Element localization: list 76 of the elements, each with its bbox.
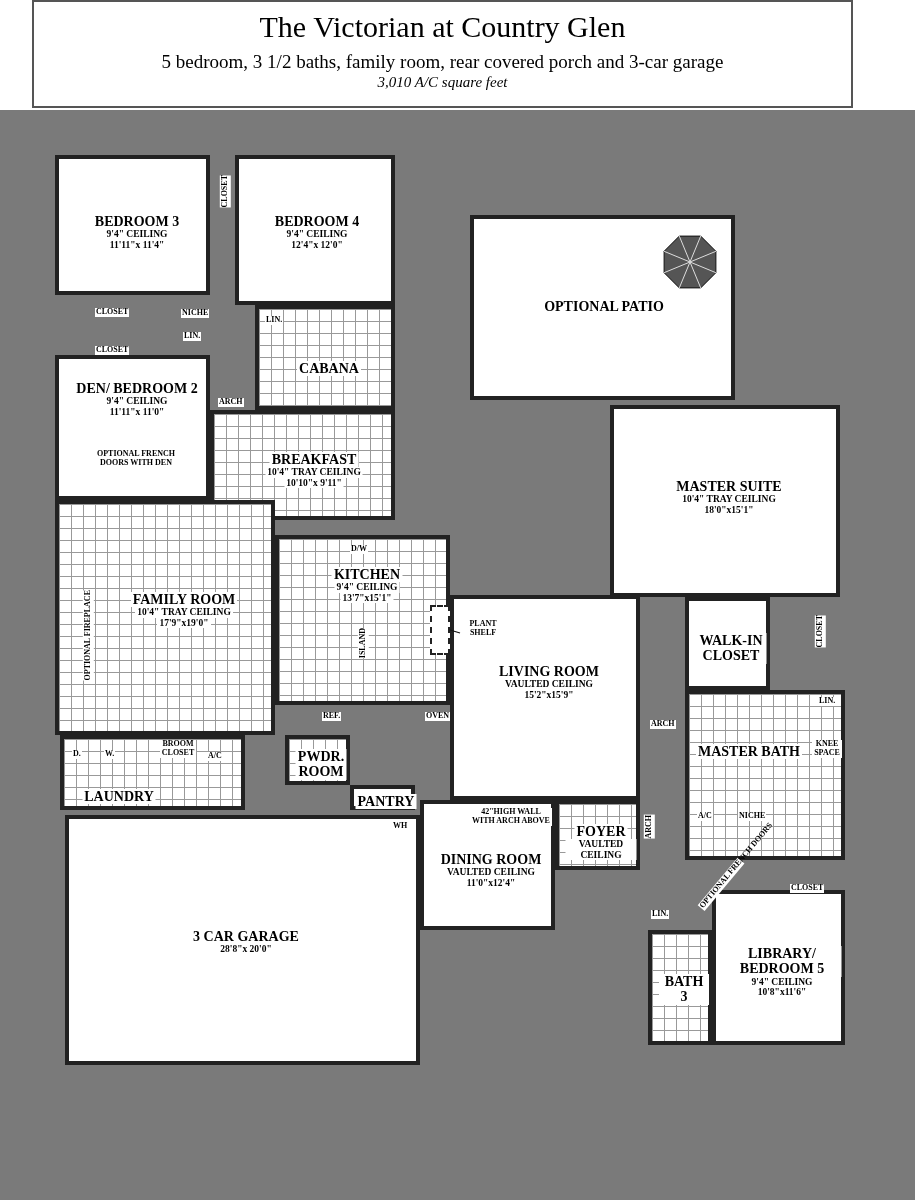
room-area: [60, 735, 245, 810]
leader-line: [449, 629, 461, 634]
room-area: [275, 535, 450, 705]
plan-title: The Victorian at Country Glen: [258, 12, 627, 42]
room-name: BREAKFAST: [269, 452, 359, 468]
plan-label: CLOSET: [815, 615, 826, 648]
room-detail: 10'8"x11'6": [755, 987, 809, 998]
room-name: PWDR. ROOM: [295, 749, 347, 780]
plan-label: REF.: [322, 712, 342, 721]
room-name: FOYER: [574, 824, 628, 840]
room-detail: 12'4"x 12'0": [289, 239, 345, 251]
plant-shelf: [430, 605, 450, 655]
room-detail: 10'4" TRAY CEILING: [135, 607, 233, 618]
room-detail: 28'8"x 20'0": [218, 944, 274, 955]
plan-label: BROOM CLOSET: [160, 740, 196, 758]
plan-label: ISLAND: [358, 628, 369, 659]
plan-label: CLOSET: [95, 346, 130, 355]
plan-label: W.: [104, 750, 116, 759]
room-name: CABANA: [297, 361, 361, 377]
plan-label: OVEN: [425, 712, 451, 721]
plan-label: WH: [392, 822, 409, 831]
room-area: [648, 930, 712, 1045]
room-detail: 11'11"x 11'0": [107, 406, 167, 418]
room-detail: 13'7"x15'1": [340, 592, 394, 604]
room-area: [610, 405, 840, 597]
room-detail: 9'4" CEILING: [104, 229, 170, 240]
room-detail: 15'2"x15'9": [522, 689, 576, 701]
plan-label: A/C: [697, 812, 713, 821]
room-detail: 10'4" TRAY CEILING: [265, 467, 363, 478]
room-area: [285, 735, 350, 785]
room-detail: 9'4" CEILING: [334, 582, 400, 593]
room-detail: 17'9"x19'0": [157, 617, 211, 629]
room-name: BATH 3: [659, 974, 709, 1005]
room-name: PANTRY: [355, 794, 417, 810]
plan-label: ARCH: [644, 815, 655, 839]
room-area: [450, 595, 640, 800]
room-name: FAMILY ROOM: [130, 592, 238, 608]
room-area: [235, 155, 395, 305]
room-detail: 11'11"x 11'4": [107, 239, 167, 251]
header-subtitle: 5 bedroom, 3 1/2 baths, family room, rear covered porch and 3-car garage: [161, 51, 724, 73]
room-detail: VAULTED CEILING: [445, 867, 537, 878]
plan-label: LIN.: [651, 910, 670, 919]
plan-label: CLOSET: [95, 308, 130, 317]
plan-label: OPTIONAL FIREPLACE: [83, 590, 94, 681]
header-note: 3,010 A/C square feet: [377, 74, 508, 91]
plan-label: 42"HIGH WALL WITH ARCH ABOVE: [470, 808, 552, 826]
plan-label: ARCH: [650, 720, 676, 729]
plan-label: D.: [72, 750, 82, 759]
room-area: [470, 215, 735, 400]
plan-label: KNEE SPACE: [812, 740, 842, 758]
plan-label: ARCH: [218, 398, 244, 407]
room-detail: 10'4" TRAY CEILING: [680, 494, 778, 505]
room-area: [65, 815, 420, 1065]
room-detail: VAULTED CEILING: [503, 679, 595, 690]
room-detail: 10'10"x 9'11": [284, 477, 344, 489]
plan-label: LIN.: [818, 697, 837, 706]
plan-label: NICHE: [181, 309, 210, 318]
room-name: MASTER BATH: [695, 744, 802, 760]
plan-label: CLOSET: [790, 884, 825, 893]
room-area: [350, 785, 415, 810]
plan-label: LIN.: [265, 316, 284, 325]
plan-label: A/C: [207, 752, 223, 761]
plan-label: NICHE: [738, 812, 767, 821]
room-name: LAUNDRY: [82, 789, 156, 805]
room-detail: 9'4" CEILING: [104, 396, 170, 407]
plan-label: D/W: [350, 545, 368, 554]
room-detail: 18'0"x15'1": [702, 504, 756, 516]
room-detail: 9'4" CEILING: [749, 976, 815, 988]
plan-label: CLOSET: [220, 175, 231, 208]
plan-label: OPTIONAL FRENCH DOORS WITH DEN: [95, 450, 177, 468]
room-detail: VAULTED CEILING: [565, 839, 637, 861]
plan-label: LIN.: [183, 332, 202, 341]
room-detail: 9'4" CEILING: [284, 229, 350, 240]
room-name: KITCHEN: [331, 567, 403, 583]
room-detail: 11'0"x12'4": [464, 877, 518, 889]
room-area: [55, 155, 210, 295]
